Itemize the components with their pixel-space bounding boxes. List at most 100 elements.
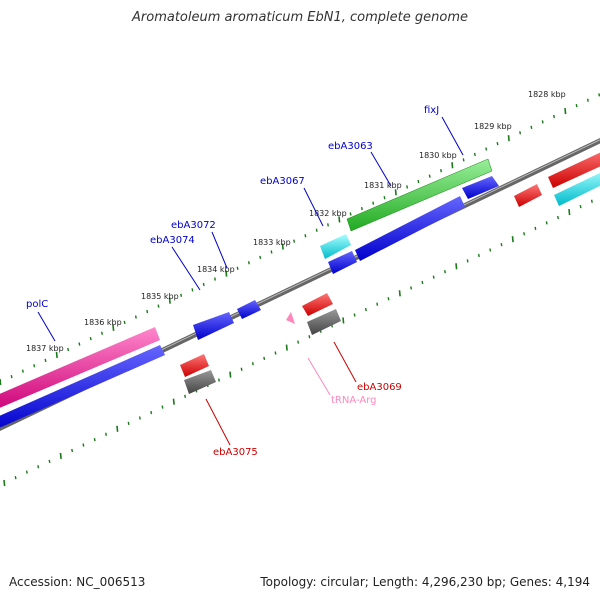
label-ebA3069[interactable]: ebA3069 xyxy=(357,382,402,393)
tick-mark xyxy=(598,93,600,97)
tick-mark xyxy=(112,324,115,331)
tick-mark xyxy=(78,342,81,346)
kbp-labels: 1828 kbp 1829 kbp 1830 kbp 1831 kbp 1832… xyxy=(26,90,566,353)
tick-mark xyxy=(376,302,379,306)
tick-mark xyxy=(511,236,514,243)
gene-right-cyan[interactable] xyxy=(554,168,600,206)
genome-summary-text: Topology: circular; Length: 4,296,230 bp… xyxy=(260,575,590,589)
tick-mark xyxy=(398,290,401,297)
map-title: Aromatoleum aromaticum EbN1, complete ge… xyxy=(132,10,468,25)
tick-mark xyxy=(67,347,70,352)
tick-mark xyxy=(541,120,544,124)
tick-mark xyxy=(0,378,2,386)
tick-mark xyxy=(274,351,277,355)
tick-mark xyxy=(564,108,567,115)
tick-mark xyxy=(432,275,435,279)
label-ebA3067[interactable]: ebA3067 xyxy=(260,176,305,187)
tick-mark xyxy=(138,416,141,420)
tick-mark xyxy=(55,351,58,358)
kbp-label: 1834 kbp xyxy=(197,265,235,274)
tick-mark xyxy=(500,242,503,247)
tick-mark xyxy=(440,169,442,173)
gene-ebA3069[interactable] xyxy=(302,293,333,316)
tick-mark xyxy=(82,443,85,447)
tick-mark xyxy=(21,369,24,373)
kbp-label: 1829 kbp xyxy=(474,122,512,131)
tick-mark xyxy=(579,205,582,209)
tick-mark xyxy=(285,344,288,351)
label-tRNA-Arg[interactable]: tRNA-Arg xyxy=(331,395,376,406)
tick-mark xyxy=(14,475,17,480)
label-ebA3063[interactable]: ebA3063 xyxy=(328,141,373,152)
tick-mark xyxy=(342,317,345,324)
gene-polC[interactable] xyxy=(0,327,160,412)
tick-mark xyxy=(146,309,149,314)
tick-mark xyxy=(477,253,480,258)
tick-mark xyxy=(48,459,51,463)
tick-mark xyxy=(553,114,555,119)
tick-mark xyxy=(191,288,194,292)
gene-ebA3074[interactable] xyxy=(193,312,234,340)
tick-mark xyxy=(568,209,571,216)
kbp-label: 1828 kbp xyxy=(528,90,566,99)
tick-mark xyxy=(349,212,352,216)
tick-mark xyxy=(44,358,47,362)
tick-mark xyxy=(575,104,578,108)
tick-mark xyxy=(150,410,153,415)
tick-mark xyxy=(451,162,454,169)
kbp-label: 1835 kbp xyxy=(141,292,179,301)
trna-arg-marker[interactable] xyxy=(286,312,295,324)
tick-mark xyxy=(372,201,375,205)
tick-mark xyxy=(281,243,284,250)
label-fixJ[interactable]: fixJ xyxy=(424,105,439,116)
kbp-label: 1836 kbp xyxy=(84,318,122,327)
kbp-label: 1830 kbp xyxy=(419,151,457,160)
gene-ebA3067[interactable] xyxy=(320,234,351,259)
gene-labels: fixJ ebA3063 ebA3067 ebA3072 ebA3074 pol… xyxy=(26,105,439,458)
tick-mark xyxy=(33,364,36,368)
tick-mark xyxy=(259,255,262,260)
tick-mark xyxy=(3,479,6,487)
tick-mark xyxy=(123,320,126,325)
tick-mark xyxy=(507,135,510,142)
tick-mark xyxy=(406,185,409,189)
tick-mark xyxy=(247,261,250,265)
gene-right-red[interactable] xyxy=(548,148,600,188)
gene-right-red-small[interactable] xyxy=(514,184,542,207)
label-ebA3074[interactable]: ebA3074 xyxy=(150,235,195,246)
tick-mark xyxy=(229,371,232,378)
tick-mark xyxy=(89,337,92,341)
tick-mark xyxy=(105,432,107,436)
gene-ebA3063[interactable] xyxy=(355,196,465,261)
tick-mark xyxy=(127,421,130,426)
tick-mark xyxy=(466,259,469,263)
label-ebA3072[interactable]: ebA3072 xyxy=(171,220,216,231)
gene-ebA3075[interactable] xyxy=(180,354,209,377)
tick-mark xyxy=(455,263,458,270)
label-polC[interactable]: polC xyxy=(26,299,48,310)
tick-mark xyxy=(293,239,296,243)
gene-ebA3075-gray[interactable] xyxy=(184,370,216,394)
gene-ebA3072[interactable] xyxy=(237,300,261,319)
tick-mark xyxy=(387,297,390,301)
tick-mark xyxy=(225,270,228,277)
gene-ebA3069-gray[interactable] xyxy=(307,309,341,335)
inner-tick-ring xyxy=(3,199,593,487)
tick-mark xyxy=(496,141,499,146)
label-ebA3075[interactable]: ebA3075 xyxy=(213,447,258,458)
tick-mark xyxy=(172,398,175,405)
outer-tick-ring xyxy=(0,93,600,386)
gene-right-blue[interactable] xyxy=(462,176,499,199)
tick-mark xyxy=(421,280,424,285)
gene-fixJ[interactable] xyxy=(346,158,493,232)
gene-polC-blue[interactable] xyxy=(0,345,165,432)
gene-ebA3067-blue[interactable] xyxy=(328,251,357,274)
tick-mark xyxy=(93,438,96,442)
tick-mark xyxy=(161,405,164,409)
tick-mark xyxy=(10,374,13,379)
tick-mark xyxy=(417,179,420,184)
tick-mark xyxy=(327,223,329,227)
kbp-label: 1832 kbp xyxy=(309,209,347,218)
